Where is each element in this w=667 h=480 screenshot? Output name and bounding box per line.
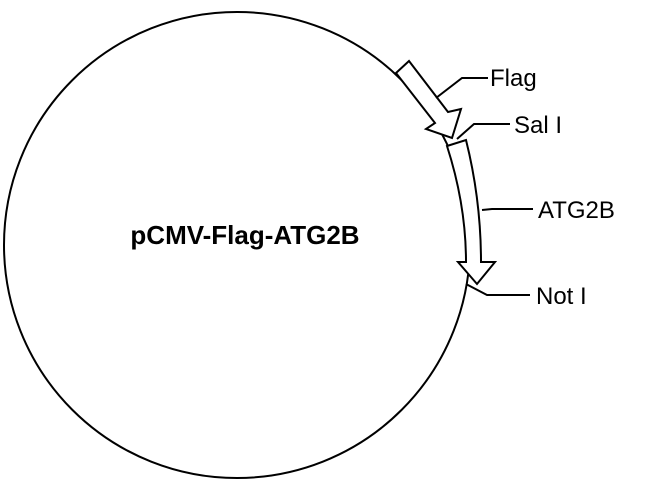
feature-label-atg2b: ATG2B (538, 197, 615, 224)
leader-line-flag (435, 77, 488, 99)
feature-arrow-flag (394, 59, 463, 140)
feature-label-not: Not I (536, 283, 587, 310)
leader-line-atg2b (481, 208, 533, 211)
feature-arrow-atg2b (445, 138, 498, 286)
plasmid-name: pCMV-Flag-ATG2B (130, 220, 359, 250)
leader-line-not (465, 283, 530, 296)
leader-line-sal (456, 123, 510, 140)
feature-label-sal: Sal I (514, 112, 562, 139)
feature-label-flag: Flag (490, 65, 537, 92)
